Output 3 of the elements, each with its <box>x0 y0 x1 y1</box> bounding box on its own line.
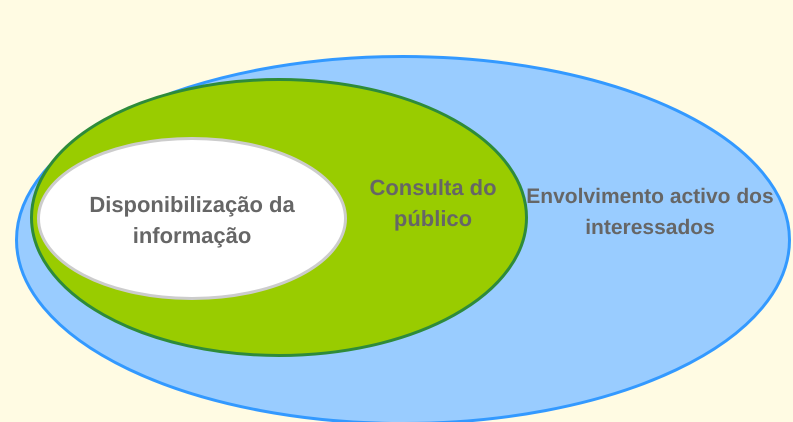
region-label: Disponibilização da informação <box>88 191 296 250</box>
region-label: Consulta do público <box>368 174 498 233</box>
region-label: Envolvimento activo dos interessados <box>525 184 775 241</box>
